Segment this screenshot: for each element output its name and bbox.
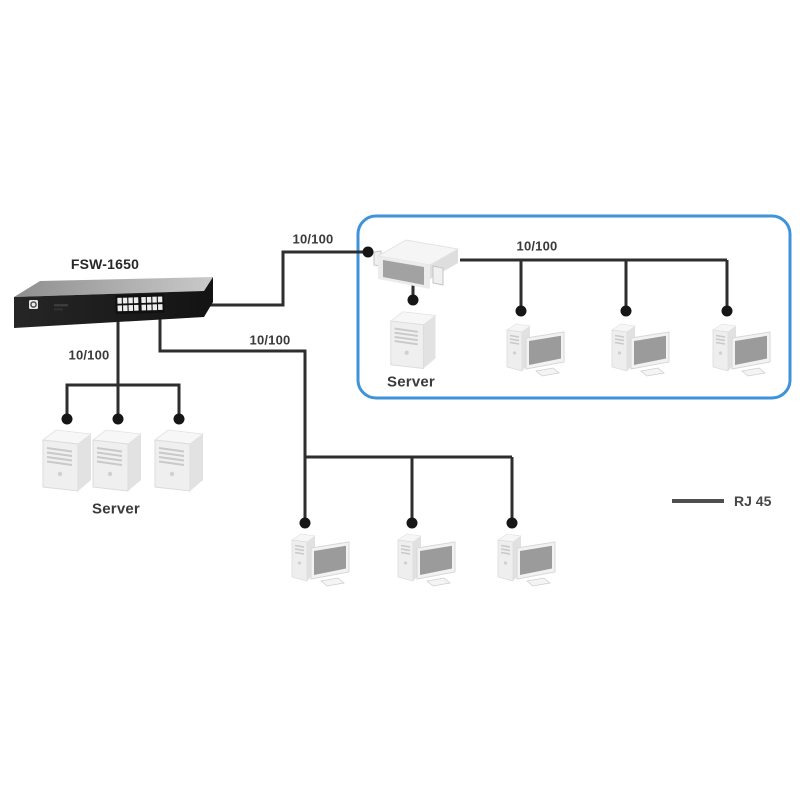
- connection-node: [515, 305, 527, 317]
- connection-node: [299, 517, 311, 529]
- connection-node-layer: [61, 246, 733, 529]
- connection-node: [506, 517, 518, 529]
- workstation-pc: [611, 323, 670, 377]
- hub-right-tab: [432, 265, 444, 286]
- cable-workgroup-lan: [460, 258, 729, 311]
- connection-node: [620, 305, 632, 317]
- workstation-pc: [506, 323, 565, 377]
- cable-uplink: [198, 250, 368, 307]
- connection-node: [173, 413, 185, 425]
- workstation-pc: [712, 323, 771, 377]
- switch-right-face: [204, 277, 213, 317]
- workgroup-server-tower: [389, 310, 437, 370]
- switch-front-marking: [54, 304, 68, 307]
- link-speed-label-uplink: 10/100: [292, 231, 334, 247]
- link-speed-label-server-branch: 10/100: [68, 347, 110, 363]
- switch-label: FSW-1650: [70, 256, 140, 272]
- cable-layer: [65, 250, 729, 523]
- legend-rj45-label: RJ 45: [734, 493, 772, 509]
- workstation-pc: [291, 533, 350, 587]
- switch-port-block: [115, 293, 165, 315]
- connection-node: [61, 413, 73, 425]
- hub-front-panel: [383, 260, 424, 285]
- server-cluster-label: Server: [92, 500, 140, 518]
- connection-node: [721, 305, 733, 317]
- link-speed-label-pc-branch: 10/100: [249, 332, 291, 348]
- server-tower: [92, 429, 142, 492]
- hub-illustration: [373, 239, 460, 289]
- workgroup-server-label: Server: [387, 373, 435, 391]
- switch-illustration: [14, 277, 213, 328]
- connection-node: [112, 413, 124, 425]
- switch-front-marking: [54, 308, 63, 311]
- workgroup-highlight-box: [356, 214, 792, 400]
- switch-front-face: [14, 291, 204, 328]
- link-speed-label-workgroup-lan: 10/100: [516, 238, 558, 254]
- switch-top-face: [14, 277, 213, 297]
- switch-logo-ring-icon: [30, 301, 37, 308]
- server-tower: [154, 429, 204, 492]
- workstation-pc: [497, 533, 556, 587]
- connection-node: [406, 517, 418, 529]
- cable-server-branch: [65, 308, 181, 419]
- connection-node: [407, 294, 419, 306]
- cable-pc-branch: [158, 306, 514, 523]
- connection-node: [362, 246, 374, 258]
- workstation-pc: [397, 533, 456, 587]
- server-tower: [42, 429, 92, 492]
